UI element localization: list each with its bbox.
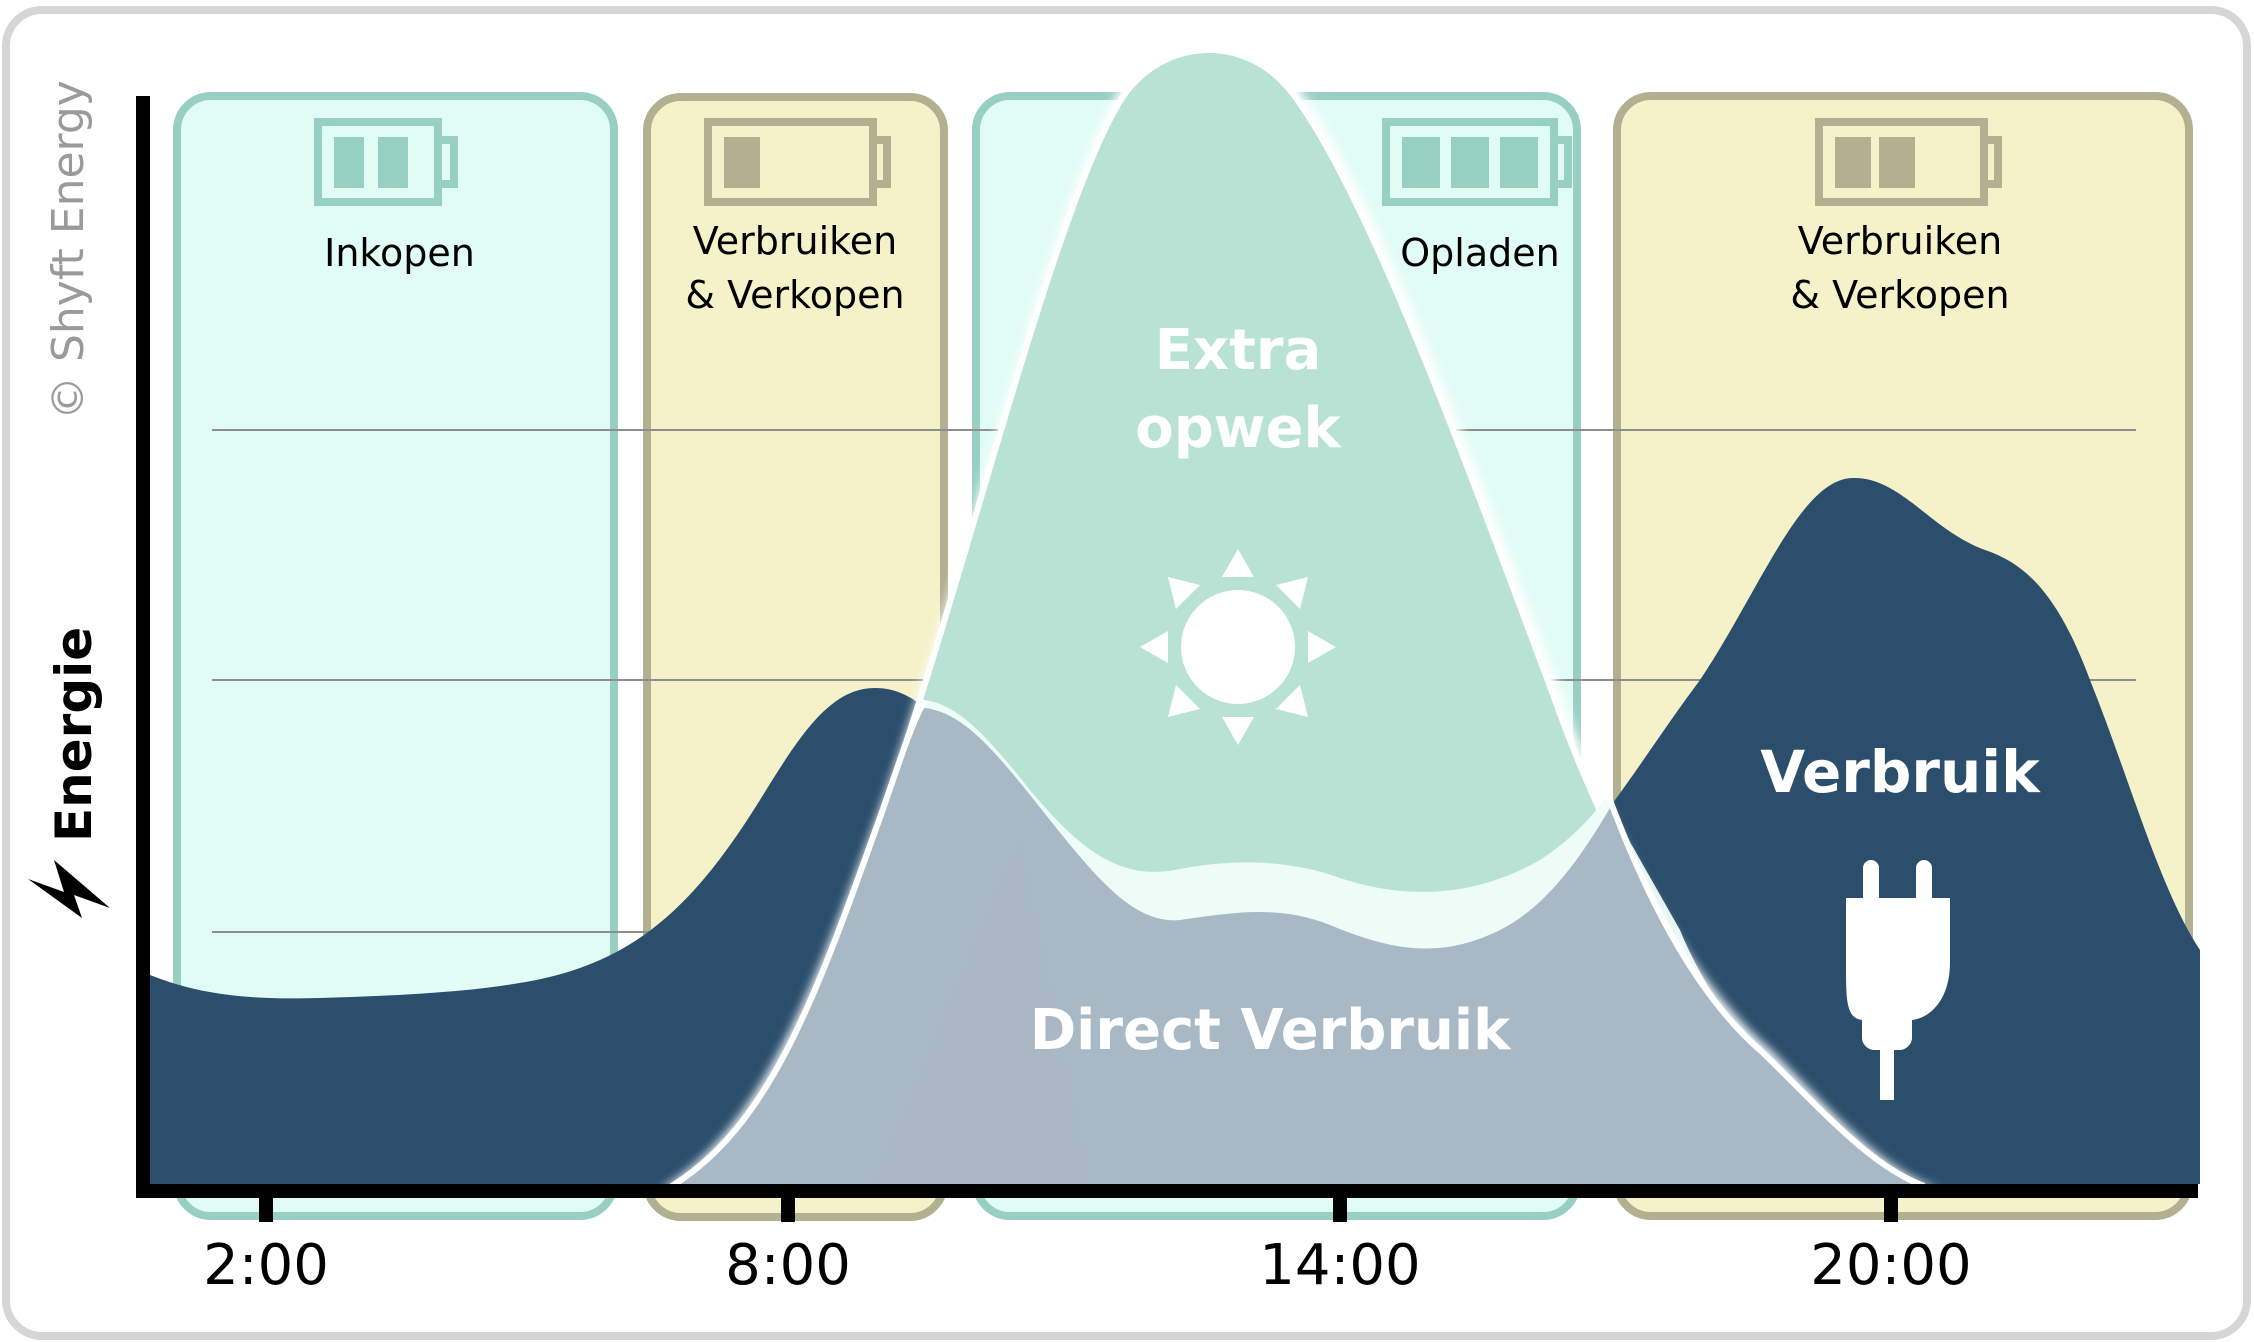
texture-triangle — [875, 840, 1090, 1184]
verbruik-label: Verbruik — [1760, 738, 2040, 806]
x-tick-label: 20:00 — [1810, 1233, 1972, 1298]
watermark: © Shyft Energy — [43, 80, 94, 420]
tick-14 — [1333, 1198, 1347, 1222]
period-label-line: Opladen — [1400, 231, 1560, 275]
y-axis-label: Energie — [45, 626, 103, 842]
battery-icon — [1382, 118, 1572, 206]
period-label-line: Verbruiken — [692, 219, 898, 263]
period-box-inkopen — [173, 92, 618, 1220]
period-label-verbruiken-2: Verbruiken & Verkopen — [1745, 214, 2055, 322]
tick-2 — [259, 1198, 273, 1222]
battery-icon — [314, 118, 458, 206]
solar-outline-right — [1607, 798, 1926, 1184]
tick-20 — [1884, 1198, 1898, 1222]
x-tick-label: 14:00 — [1259, 1233, 1421, 1298]
x-tick-label: 2:00 — [203, 1233, 329, 1298]
direct-verbruik-label: Direct Verbruik — [1029, 998, 1511, 1063]
period-label-inkopen: Inkopen — [177, 226, 622, 280]
period-label-line: Inkopen — [324, 231, 475, 275]
sun-icon — [1140, 549, 1336, 745]
lightning-bolt-icon — [28, 860, 110, 918]
period-label-line: & Verkopen — [685, 273, 905, 317]
solar-outline-left — [670, 698, 928, 1184]
extra-opwek-label: Extra opwek — [1088, 312, 1388, 468]
y-axis — [136, 96, 150, 1198]
period-label-verbruiken-1: Verbruiken & Verkopen — [640, 214, 950, 322]
period-label-line: & Verkopen — [1790, 273, 2010, 317]
extra-opwek-line: opwek — [1135, 396, 1341, 461]
period-label-opladen: Opladen — [1390, 226, 1570, 280]
x-tick-label: 8:00 — [725, 1233, 851, 1298]
plug-icon — [1846, 860, 1950, 1100]
tick-8 — [781, 1198, 795, 1222]
extra-opwek-line: Extra — [1154, 318, 1322, 383]
battery-icon — [1815, 118, 2002, 206]
x-axis — [136, 1184, 2198, 1222]
period-label-line: Verbruiken — [1797, 219, 2003, 263]
battery-icon — [704, 118, 891, 206]
